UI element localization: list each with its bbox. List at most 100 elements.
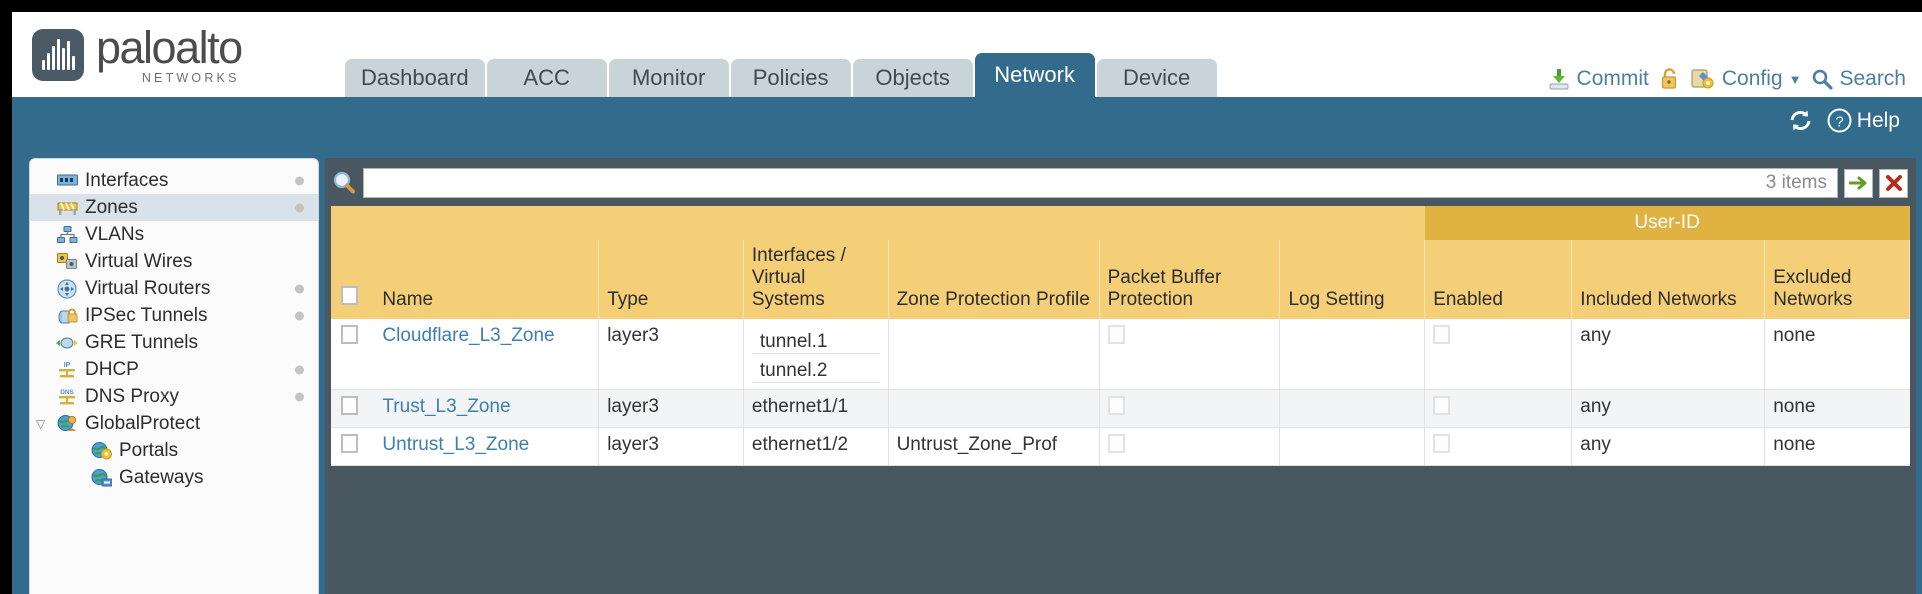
cell-type: layer3	[598, 427, 744, 466]
select-all-header	[331, 240, 375, 319]
row-checkbox[interactable]	[341, 395, 358, 415]
table-header-row: Name Type Interfaces / Virtual Systems Z…	[331, 240, 1910, 319]
apply-filter-button[interactable]	[1844, 168, 1873, 198]
status-dot	[295, 392, 304, 401]
paloalto-bars-logo-icon	[32, 28, 84, 81]
sidebar-item-zones[interactable]: Zones	[30, 194, 318, 221]
status-dot	[295, 365, 304, 374]
col-header-enabled[interactable]: Enabled	[1424, 240, 1573, 319]
cell-excluded-networks: none	[1764, 318, 1910, 390]
tab-device[interactable]: Device	[1096, 59, 1217, 97]
select-all-checkbox[interactable]	[341, 285, 358, 305]
help-button[interactable]: ? Help	[1827, 108, 1900, 133]
brand-logo[interactable]: paloalto NETWORKS	[32, 21, 243, 85]
sidebar-item-globalprotect[interactable]: ▽ GlobalProtect	[30, 410, 318, 437]
expand-collapse-triangle-icon[interactable]: ▽	[36, 416, 46, 431]
col-header-zone-protection-profile[interactable]: Zone Protection Profile	[888, 240, 1100, 319]
cell-excluded-networks: none	[1764, 389, 1910, 428]
cell-name: Cloudflare_L3_Zone	[374, 318, 600, 390]
sidebar-item-dhcp[interactable]: IP DHCP	[30, 356, 318, 383]
tab-acc[interactable]: ACC	[486, 59, 607, 97]
tab-dashboard[interactable]: Dashboard	[345, 59, 485, 97]
vlans-icon	[56, 225, 78, 245]
search-label: Search	[1839, 67, 1906, 90]
virtual-routers-icon	[56, 278, 78, 299]
col-header-log-setting[interactable]: Log Setting	[1279, 240, 1426, 319]
search-input[interactable]: 3 items	[363, 168, 1838, 198]
tab-monitor[interactable]: Monitor	[608, 59, 729, 97]
tab-policies[interactable]: Policies	[730, 59, 851, 97]
zones-table: User-ID Name Type Interfaces / Virtual S…	[331, 206, 1910, 466]
cell-zone-protection-profile	[888, 389, 1100, 428]
brand-tagline: NETWORKS	[141, 70, 240, 85]
cell-packet-buffer-protection	[1099, 427, 1281, 466]
lock-button[interactable]	[1659, 67, 1680, 91]
packet-buffer-protection-checkbox[interactable]	[1107, 324, 1125, 344]
userid-enabled-checkbox[interactable]	[1433, 433, 1451, 453]
col-header-type[interactable]: Type	[598, 240, 744, 319]
filter-bar: 3 items	[325, 163, 1916, 203]
col-header-included-networks[interactable]: Included Networks	[1571, 240, 1766, 319]
sidebar-item-label: GlobalProtect	[85, 412, 201, 434]
sidebar-item-portals[interactable]: Portals	[30, 437, 318, 464]
search-magnifier-icon[interactable]	[331, 170, 357, 196]
sidebar-item-label: VLANs	[85, 223, 145, 245]
clear-filter-button[interactable]	[1879, 168, 1908, 198]
sidebar-item-label: Virtual Routers	[85, 277, 211, 299]
dhcp-icon: IP	[56, 360, 78, 380]
sidebar-item-gre-tunnels[interactable]: GRE Tunnels	[30, 329, 318, 356]
sidebar-item-label: Gateways	[119, 466, 204, 488]
sidebar-item-label: GRE Tunnels	[85, 331, 198, 353]
chevron-down-icon[interactable]: ▼	[1788, 71, 1802, 87]
row-checkbox[interactable]	[341, 433, 358, 453]
search-button[interactable]: Search	[1811, 67, 1906, 91]
sidebar-item-vlans[interactable]: VLANs	[30, 221, 318, 248]
sidebar: Interfaces Zones VLANs Vir	[29, 158, 319, 594]
zones-icon	[56, 198, 78, 218]
status-dot	[295, 311, 304, 320]
userid-enabled-checkbox[interactable]	[1433, 395, 1451, 415]
config-button[interactable]: Config ▼	[1690, 67, 1802, 91]
brand-name: paloalto	[96, 21, 243, 73]
group-header-spacer	[331, 206, 1425, 240]
cell-included-networks: any	[1571, 427, 1766, 466]
table-row[interactable]: Trust_L3_Zone layer3 ethernet1/1	[331, 389, 1910, 428]
search-icon	[1811, 68, 1834, 90]
main-content-panel: 3 items	[325, 158, 1916, 594]
col-header-name[interactable]: Name	[374, 240, 600, 319]
table-row[interactable]: Untrust_L3_Zone layer3 ethernet1/2 Untru…	[331, 427, 1910, 466]
sidebar-item-label: Portals	[119, 439, 179, 461]
tab-objects[interactable]: Objects	[852, 59, 973, 97]
sidebar-item-gateways[interactable]: Gateways	[30, 464, 318, 491]
cell-userid-enabled	[1424, 318, 1573, 390]
zone-name-link[interactable]: Trust_L3_Zone	[382, 395, 511, 417]
col-header-packet-buffer-protection[interactable]: Packet Buffer Protection	[1099, 240, 1281, 319]
sidebar-item-dns-proxy[interactable]: DNS DNS Proxy	[30, 383, 318, 410]
commit-button[interactable]: Commit	[1547, 67, 1649, 91]
sidebar-item-interfaces[interactable]: Interfaces	[30, 167, 318, 194]
sidebar-item-virtual-wires[interactable]: Virtual Wires	[30, 248, 318, 275]
packet-buffer-protection-checkbox[interactable]	[1107, 395, 1125, 415]
userid-enabled-checkbox[interactable]	[1433, 324, 1451, 344]
row-checkbox[interactable]	[341, 324, 358, 344]
table-group-header-row: User-ID	[331, 206, 1910, 240]
commit-label: Commit	[1576, 67, 1649, 90]
sidebar-item-virtual-routers[interactable]: Virtual Routers	[30, 275, 318, 302]
sidebar-item-ipsec-tunnels[interactable]: IPSec Tunnels	[30, 302, 318, 329]
col-header-interfaces[interactable]: Interfaces / Virtual Systems	[743, 240, 889, 319]
packet-buffer-protection-checkbox[interactable]	[1107, 433, 1125, 453]
col-header-excluded-networks[interactable]: Excluded Networks	[1764, 240, 1910, 319]
zone-name-link[interactable]: Cloudflare_L3_Zone	[382, 324, 555, 346]
cell-name: Trust_L3_Zone	[374, 389, 600, 428]
dns-proxy-icon: DNS	[56, 387, 78, 407]
tab-network[interactable]: Network	[974, 53, 1095, 97]
refresh-icon[interactable]	[1788, 109, 1813, 132]
zone-name-link[interactable]: Untrust_L3_Zone	[382, 433, 530, 455]
status-dot	[295, 203, 304, 212]
svg-text:?: ?	[1835, 114, 1843, 131]
cell-included-networks: any	[1571, 318, 1766, 390]
cell-log-setting	[1279, 318, 1426, 390]
cell-packet-buffer-protection	[1099, 389, 1281, 428]
interface-item: tunnel.2	[751, 354, 880, 383]
